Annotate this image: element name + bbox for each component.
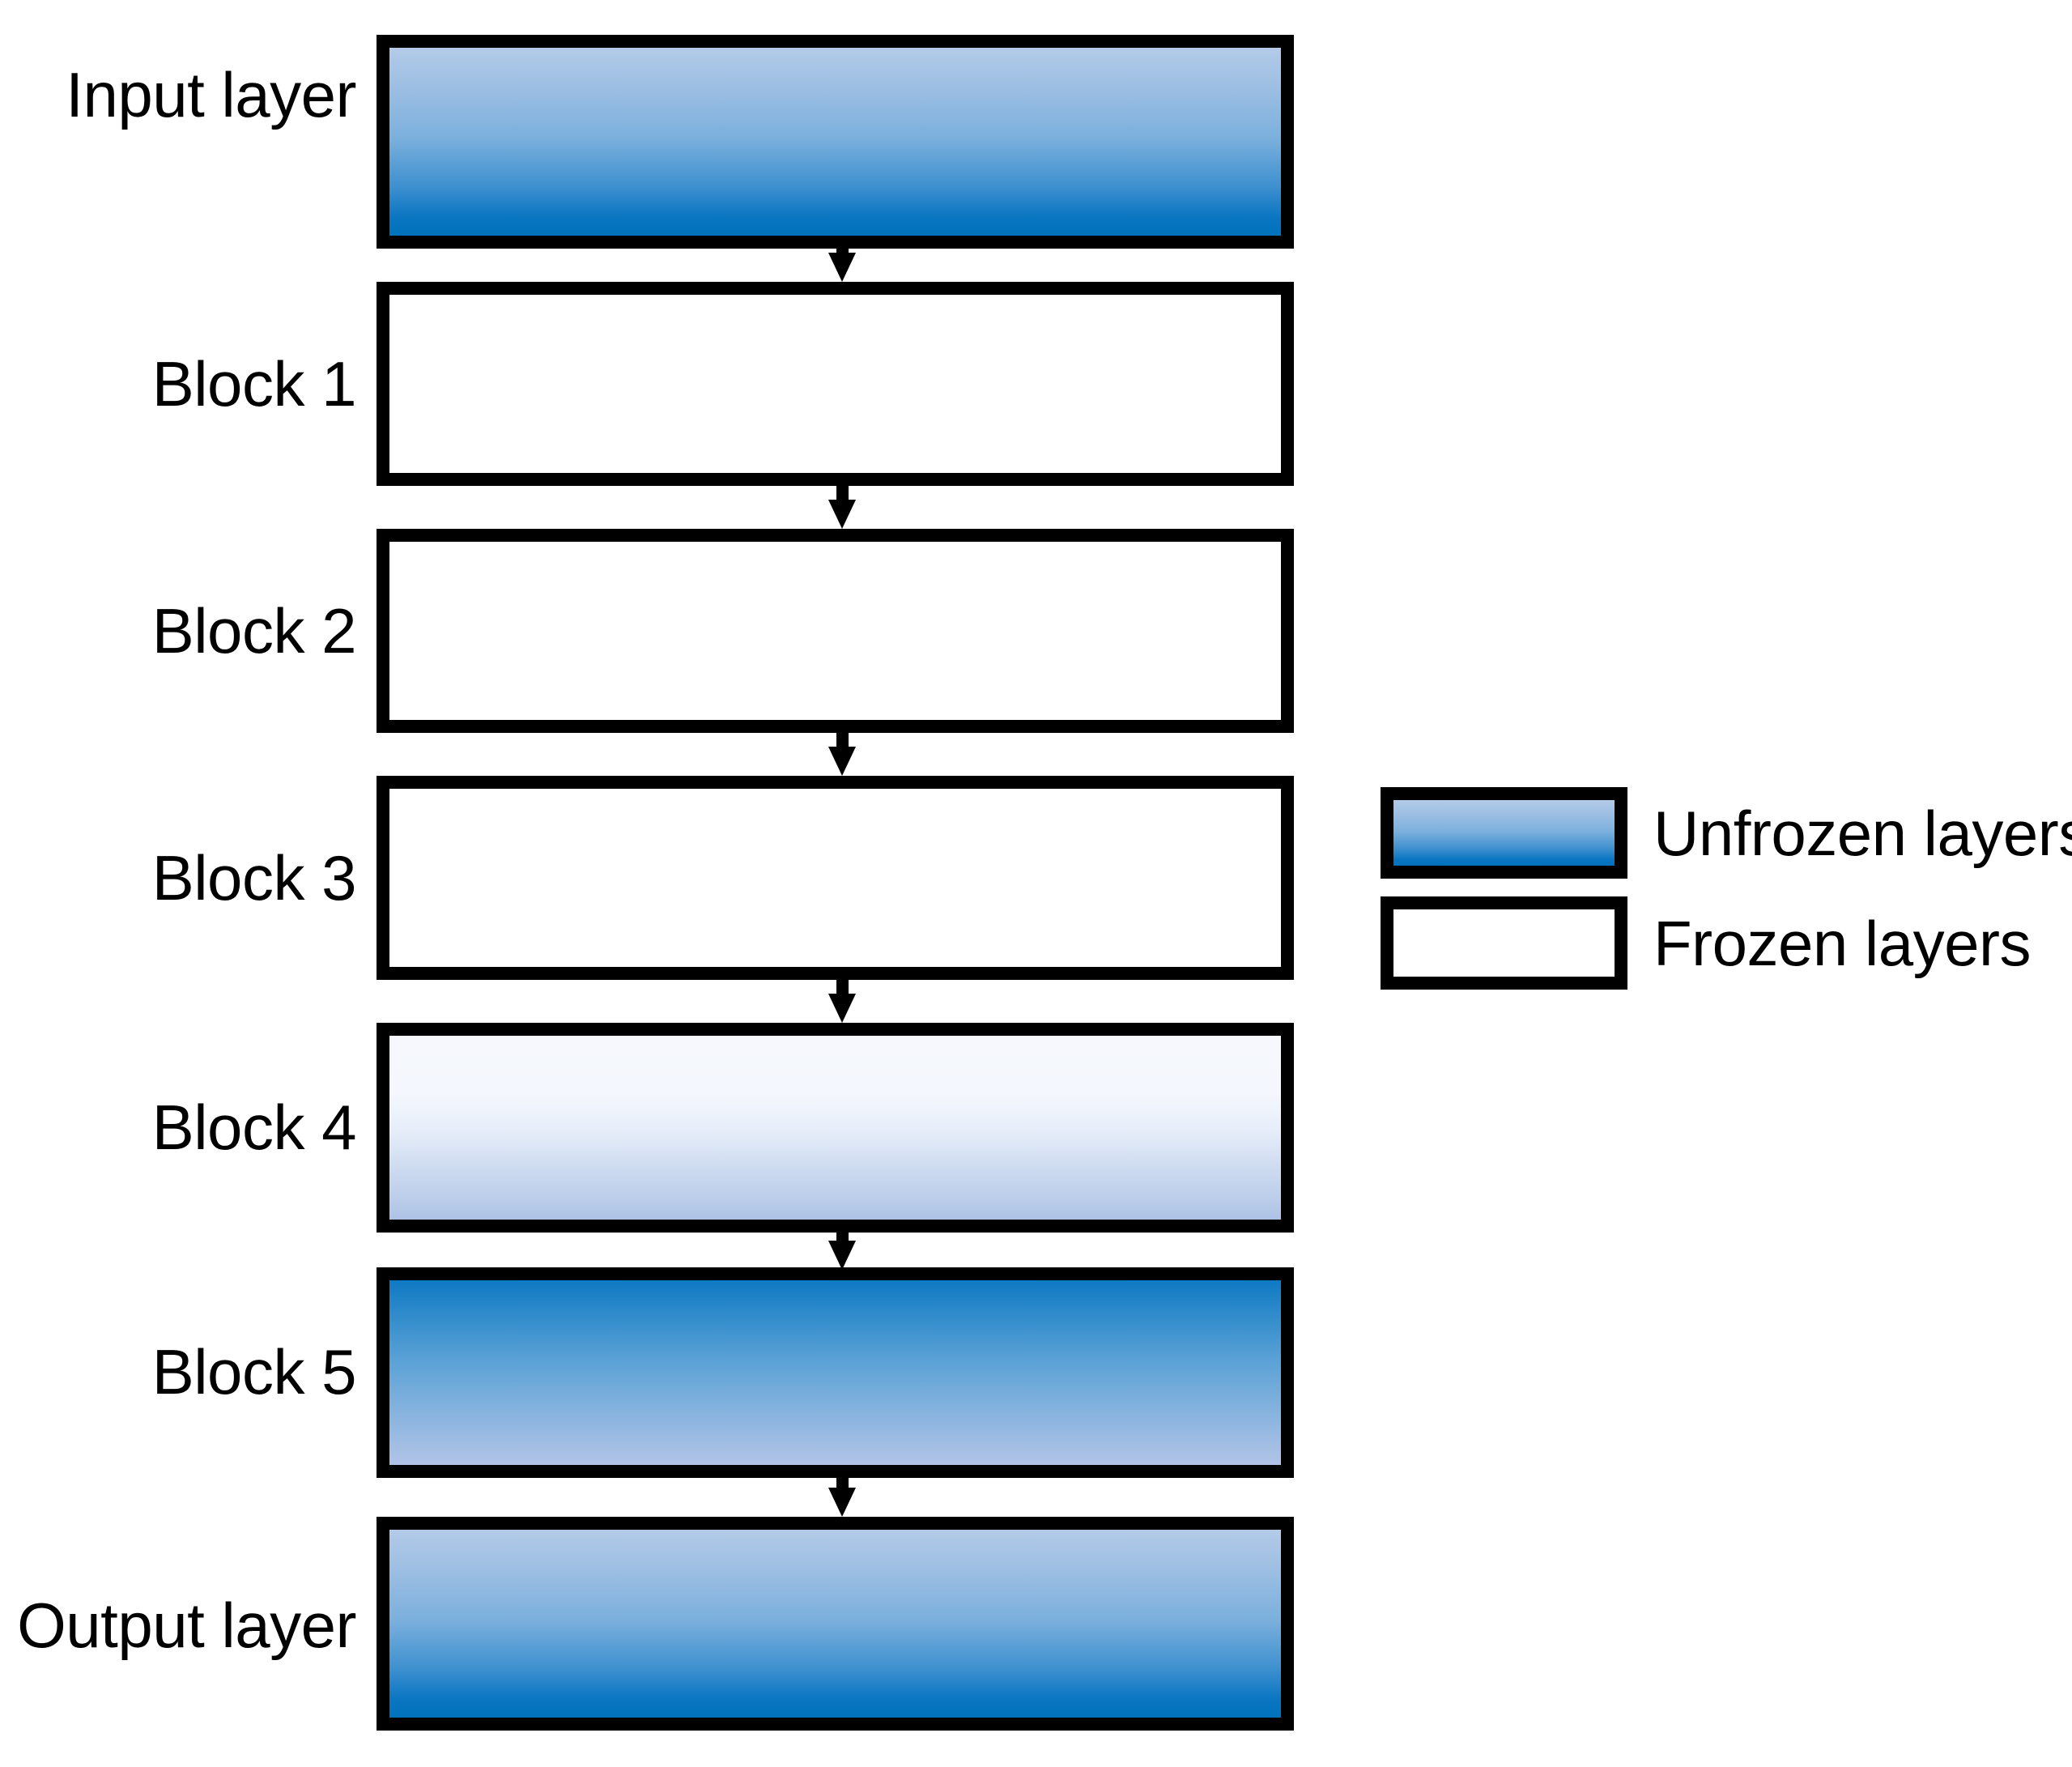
node-label-block-4: Block 4 [151, 1092, 357, 1163]
node-box-output-layer[interactable] [377, 1517, 1294, 1731]
arrow-block-3-to-block-4 [828, 967, 856, 1023]
legend-label-frozen: Frozen layers [1653, 907, 2032, 979]
arrow-block-1-to-block-2 [828, 473, 856, 529]
node-label-output-layer: Output layer [17, 1590, 356, 1661]
node-box-block-1[interactable] [377, 282, 1294, 486]
node-box-block-4[interactable] [377, 1023, 1294, 1233]
arrow-shaft [836, 1465, 849, 1494]
legend-swatch-fill [1393, 800, 1615, 866]
arrow-block-5-to-output-layer [828, 1465, 856, 1517]
node-fill-block-1 [389, 295, 1281, 473]
legend-item-unfrozen: Unfrozen layers [1381, 787, 2072, 879]
arrow-input-layer-to-block-1 [828, 236, 856, 282]
legend-label-unfrozen: Unfrozen layers [1653, 797, 2072, 869]
arrow-shaft [836, 720, 849, 752]
arrow-head-icon [828, 994, 856, 1023]
node-box-block-2[interactable] [377, 529, 1294, 733]
node-box-input-layer[interactable] [377, 35, 1294, 249]
node-label-input-layer: Input layer [66, 59, 356, 130]
arrow-head-icon [828, 1488, 856, 1517]
node-fill-block-4 [389, 1036, 1281, 1220]
arrow-head-icon [828, 1241, 856, 1270]
node-box-block-3[interactable] [377, 776, 1294, 980]
node-box-block-5[interactable] [377, 1267, 1294, 1478]
arrow-shaft [836, 1220, 849, 1247]
arrow-shaft [836, 967, 849, 999]
legend-item-frozen: Frozen layers [1381, 896, 2032, 990]
node-label-block-5: Block 5 [151, 1336, 357, 1407]
arrow-block-4-to-block-5 [828, 1220, 856, 1270]
legend-swatch-unfrozen [1381, 787, 1627, 879]
arrow-block-2-to-block-3 [828, 720, 856, 776]
node-fill-output-layer [389, 1530, 1281, 1718]
arrow-head-icon [828, 747, 856, 776]
node-label-block-2: Block 2 [151, 595, 357, 666]
node-fill-block-2 [389, 542, 1281, 720]
node-label-block-3: Block 3 [151, 842, 357, 913]
arrow-head-icon [828, 253, 856, 282]
node-label-block-1: Block 1 [151, 348, 357, 419]
arrow-head-icon [828, 500, 856, 529]
legend-swatch-fill [1393, 909, 1615, 977]
arrow-shaft [836, 473, 849, 505]
node-fill-block-3 [389, 789, 1281, 967]
node-fill-input-layer [389, 48, 1281, 236]
legend-swatch-frozen [1381, 896, 1627, 990]
node-fill-block-5 [389, 1280, 1281, 1465]
